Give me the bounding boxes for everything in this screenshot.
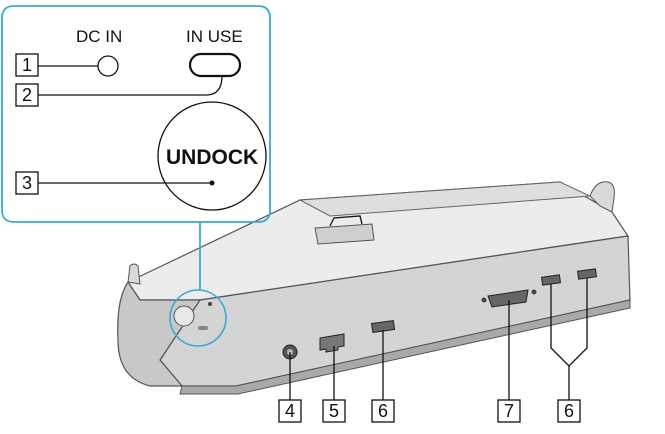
in-use-label: IN USE	[186, 27, 243, 46]
in-use-indicator-small	[198, 326, 208, 330]
callout-box-7	[497, 399, 521, 423]
callout-box-4	[278, 399, 302, 423]
callout-panel: DC IN IN USE UNDOCK 1 2 3	[1, 5, 271, 290]
callout-box-5	[322, 399, 346, 423]
callout-num-1: 1	[22, 55, 32, 75]
in-use-indicator	[188, 52, 242, 78]
monitor-port[interactable]	[487, 289, 529, 308]
dc-in-led-small	[208, 302, 212, 306]
docking-station	[117, 181, 631, 395]
callout-dot-3	[209, 180, 215, 186]
dc-in-indicator	[97, 55, 119, 77]
usb-port-left[interactable]	[370, 319, 396, 334]
callout-num-2: 2	[22, 85, 32, 105]
dock-center-latch	[314, 223, 375, 245]
lan-port[interactable]	[319, 333, 345, 353]
callout-num-5: 5	[329, 401, 339, 421]
dock-left-post	[127, 263, 141, 285]
callout-num-3: 3	[22, 173, 32, 193]
callout-num-7: 7	[504, 401, 514, 421]
callout-num-6a: 6	[378, 401, 388, 421]
callout-box-6a	[371, 399, 395, 423]
usb-port-right-2[interactable]	[576, 268, 598, 280]
callout-num-6b: 6	[564, 401, 574, 421]
undock-button-small[interactable]	[173, 305, 195, 327]
callout-leader-2	[38, 75, 223, 96]
dock-bottom-edge	[179, 299, 631, 395]
dock-rear-hook	[589, 181, 615, 213]
callout-panel-outline	[1, 5, 271, 223]
monitor-screw-left	[481, 297, 487, 303]
callout-box-1	[15, 53, 39, 77]
callout-highlight-ring	[169, 289, 227, 347]
bottom-callouts: 4 5 6 7 6	[278, 278, 588, 423]
undock-label: UNDOCK	[166, 146, 258, 169]
dc-in-label: DC IN	[76, 27, 122, 46]
callout-num-4: 4	[285, 401, 295, 421]
callout-box-6b	[557, 399, 581, 423]
usb-port-right-1[interactable]	[540, 274, 562, 286]
monitor-screw-right	[531, 289, 537, 295]
